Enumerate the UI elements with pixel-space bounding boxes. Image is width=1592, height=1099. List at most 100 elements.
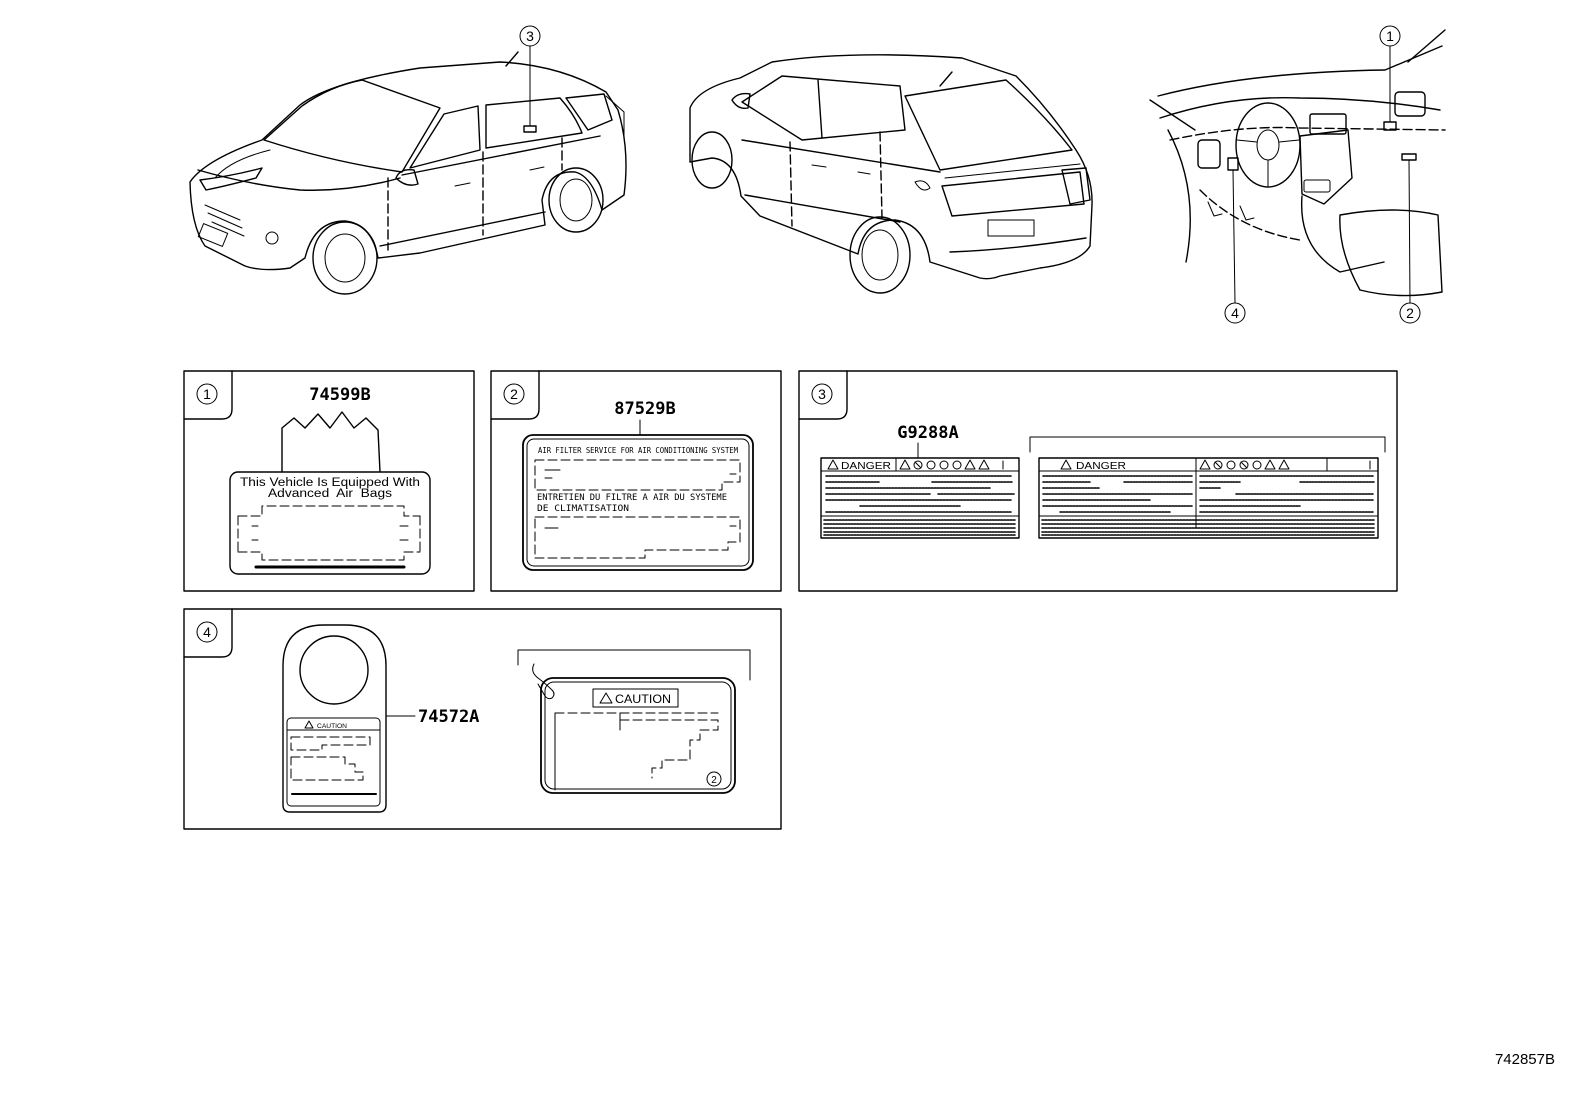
car-rear-window-pillar — [817, 79, 823, 139]
air-filter-label-french-title-1: ENTRETIEN DU FILTRE A AIR DU SYSTEME — [537, 493, 727, 503]
interior-callout-4: 4 — [1224, 169, 1246, 324]
caution-label-pin — [532, 663, 555, 700]
airbag-label-placeholder-sides — [237, 515, 421, 553]
diagram-id: 742857B — [1495, 1051, 1555, 1068]
interior-console-switch-panel — [1303, 179, 1331, 193]
car-front-body-outline — [189, 61, 627, 271]
caution-label-header: CAUTION — [615, 692, 671, 706]
small-danger-label-header: DANGER — [841, 460, 891, 472]
car-front-side-mirror — [395, 168, 419, 186]
interior-a-pillar-left — [1149, 99, 1196, 131]
panel-frame — [183, 370, 475, 592]
interior-right-vent — [1394, 91, 1426, 117]
interior-callout-leader-line — [1408, 159, 1411, 304]
prohibition-slash — [1240, 461, 1248, 469]
car-rear-lower-glass — [941, 171, 1085, 217]
interior-steering-spokes — [1236, 139, 1300, 187]
interior-display-screen — [1309, 113, 1347, 135]
car-front-fog-light — [265, 231, 279, 245]
interior-passenger-seat — [1339, 209, 1443, 297]
interior-a-pillar-right — [1407, 29, 1446, 63]
panel-4-caution-labels: 4 CAUTION 74572A CAUTION 2 — [183, 608, 782, 830]
air-filter-label-french-text-box — [534, 516, 741, 559]
hanger-tag-text-block-2 — [290, 756, 364, 781]
large-label-bracket — [1029, 436, 1386, 453]
interior-dash-lower — [1169, 126, 1446, 141]
car-interior-view-illustration — [1149, 29, 1446, 297]
panel-number: 2 — [510, 386, 518, 402]
panel-number-tab — [798, 370, 848, 420]
air-filter-label-outer-border — [522, 434, 754, 571]
part-number: 74572A — [418, 707, 479, 727]
car-front-hood-crease — [214, 149, 271, 179]
large-danger-label-header: DANGER — [1076, 460, 1126, 472]
car-front-wheel-front-hub — [324, 233, 366, 283]
car-front-license-plate — [197, 223, 229, 247]
circle-icon — [939, 460, 949, 470]
airbag-label-placeholder-top — [237, 505, 421, 517]
caution-label-corner-mark: 2 — [711, 775, 717, 786]
panel-2-air-filter-label: 2 87529B AIR FILTER SERVICE FOR AIR COND… — [490, 370, 782, 592]
car-front-rear-quarter-window — [565, 93, 613, 131]
label-backing-tab — [281, 411, 381, 473]
panel-number: 4 — [203, 624, 211, 640]
caution-label-text-block-edge — [554, 712, 621, 791]
small-danger-label: DANGER — [820, 457, 1020, 539]
panel-number-circle — [196, 383, 218, 405]
interior-center-stack — [1300, 195, 1385, 273]
caution-header-box — [592, 688, 679, 708]
car-callout-3: 3 — [519, 25, 541, 127]
interior-label-marker-glovebox — [1401, 153, 1417, 161]
car-rear-wheel-rear — [849, 216, 911, 294]
panel-1-airbag-label: 1 74599B This Vehicle Is Equipped With A… — [183, 370, 475, 592]
interior-center-console — [1299, 129, 1353, 205]
circle-icon — [926, 460, 936, 470]
air-filter-label-english-title: AIR FILTER SERVICE FOR AIR CONDITIONING … — [538, 446, 738, 455]
panel-3-danger-label: 3 G9288A DANGER DAN — [798, 370, 1398, 592]
triangle-icon — [1264, 459, 1276, 470]
prohibition-icon — [913, 460, 923, 470]
panel-number-tab — [490, 370, 540, 420]
prohibition-slash — [914, 461, 922, 469]
hanger-tag-hole — [299, 635, 369, 705]
interior-callout-number: 1 — [1386, 28, 1394, 44]
car-callout-number: 3 — [526, 28, 534, 44]
car-rear-view-illustration — [689, 54, 1093, 294]
car-rear-bumper-line — [949, 237, 1087, 253]
air-filter-label-french-title-2: DE CLIMATISATION — [537, 504, 629, 514]
car-front-label-location-marker — [523, 125, 537, 133]
large-danger-label-text-rows-right — [1199, 475, 1375, 513]
car-front-wheel-rear-hub — [559, 178, 593, 222]
large-danger-label: DANGER — [1029, 436, 1386, 539]
circle-icon — [952, 460, 962, 470]
air-filter-label-english-text-box — [534, 459, 741, 491]
panel-number-circle — [503, 383, 525, 405]
prohibition-icon — [1239, 460, 1249, 470]
panel-number: 1 — [203, 386, 211, 402]
car-front-side-window-front — [409, 105, 481, 169]
hanger-tag-text-block-1 — [290, 736, 371, 751]
car-rear-spoiler-line — [944, 163, 1081, 179]
interior-callout-2: 2 — [1399, 159, 1421, 324]
panel-number: 3 — [818, 386, 826, 402]
car-rear-roof-antenna — [939, 71, 953, 87]
interior-callout-leader-line — [1232, 169, 1236, 304]
panel-number-circle — [196, 621, 218, 643]
car-front-view-illustration — [189, 51, 627, 295]
car-front-hood-line — [197, 169, 401, 191]
warning-triangle-icon — [827, 459, 839, 470]
interior-pedals — [1207, 201, 1255, 221]
car-rear-fuel-door — [914, 180, 931, 191]
caution-label-corner-mark-circle — [706, 771, 722, 787]
car-front-wheel-front — [312, 221, 378, 295]
airbag-label-line-1: This Vehicle Is Equipped With — [240, 477, 420, 489]
caution-label-outer-border — [540, 677, 736, 794]
prohibition-icon — [1213, 460, 1223, 470]
car-front-wheel-rear — [548, 167, 604, 233]
car-rear-wheel-rear-hub — [861, 229, 899, 281]
car-front-rear-lamp — [605, 95, 625, 136]
caution-label: CAUTION 2 — [517, 649, 751, 794]
hanger-caution-tag: CAUTION — [282, 624, 387, 813]
interior-dash-top — [1159, 96, 1441, 119]
